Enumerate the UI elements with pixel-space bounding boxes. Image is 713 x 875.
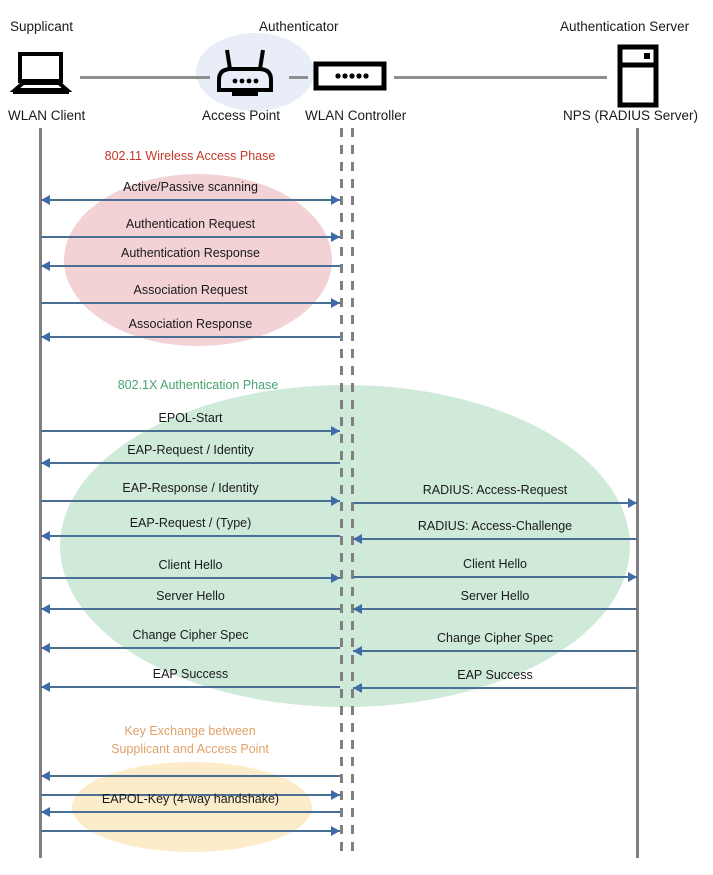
controller-server-message-line [353, 538, 637, 540]
supplicant-ap-message-label: Client Hello [158, 558, 223, 572]
phase-label-key-exchange-line1: Key Exchange between [124, 724, 256, 738]
supplicant-ap-message-line [41, 686, 340, 688]
supplicant-ap-message-line [41, 535, 340, 537]
link-ap-to-controller [289, 76, 308, 79]
controller-server-message-line [353, 687, 637, 689]
arrowhead-left-icon [41, 531, 50, 541]
actor-role-authenticator: Authenticator [259, 19, 339, 34]
arrowhead-right-icon [331, 496, 340, 506]
arrowhead-left-icon [41, 643, 50, 653]
supplicant-ap-message-line [41, 199, 340, 201]
arrowhead-left-icon [41, 604, 50, 614]
supplicant-ap-message-label: EPOL-Start [158, 411, 223, 425]
lifeline-access-point [340, 128, 343, 858]
server-icon [617, 44, 659, 108]
controller-server-message-label: Server Hello [460, 589, 530, 603]
supplicant-ap-message-line [41, 647, 340, 649]
controller-server-message-label: EAP Success [457, 668, 533, 682]
actor-role-supplicant: Supplicant [10, 19, 74, 34]
actor-device-nps-radius-server: NPS (RADIUS Server) [563, 108, 699, 123]
controller-server-message-line [353, 608, 637, 610]
arrowhead-right-icon [331, 790, 340, 800]
arrowhead-right-icon [331, 426, 340, 436]
supplicant-ap-message-label: EAP Success [152, 667, 229, 681]
arrowhead-right-icon [331, 826, 340, 836]
controller-server-message-label: Client Hello [463, 557, 527, 571]
arrowhead-right-icon [331, 195, 340, 205]
arrowhead-left-icon [41, 807, 50, 817]
arrowhead-left-icon [353, 534, 362, 544]
supplicant-ap-message-line [41, 336, 340, 338]
supplicant-ap-message-label: EAPOL-Key (4-way handshake) [101, 792, 280, 806]
arrowhead-left-icon [41, 771, 50, 781]
arrowhead-right-icon [331, 573, 340, 583]
phase-label-dot1x-auth: 802.1X Authentication Phase [117, 378, 279, 392]
arrowhead-left-icon [41, 195, 50, 205]
controller-server-message-label: Change Cipher Spec [436, 631, 554, 645]
arrowhead-left-icon [353, 604, 362, 614]
supplicant-ap-message-line [41, 430, 340, 432]
arrowhead-right-icon [331, 232, 340, 242]
controller-server-message-line [353, 650, 637, 652]
authenticator-group-highlight [196, 33, 314, 111]
lifeline-wlan-controller [351, 128, 354, 858]
arrowhead-left-icon [41, 261, 50, 271]
supplicant-ap-message-line [41, 775, 340, 777]
phase-label-wireless-access: 802.11 Wireless Access Phase [104, 149, 276, 163]
supplicant-ap-message-label: EAP-Response / Identity [122, 481, 259, 495]
phase-label-key-exchange-line2: Supplicant and Access Point [111, 742, 269, 756]
lifeline-supplicant [39, 128, 42, 858]
supplicant-ap-message-label: Association Request [133, 283, 248, 297]
supplicant-ap-message-label: EAP-Request / (Type) [129, 516, 252, 530]
supplicant-ap-message-line [41, 236, 340, 238]
supplicant-ap-message-label: Authentication Request [125, 217, 256, 231]
controller-server-message-label: RADIUS: Access-Challenge [417, 519, 573, 533]
arrowhead-left-icon [41, 332, 50, 342]
actor-device-wlan-controller: WLAN Controller [305, 108, 407, 123]
supplicant-ap-message-label: Active/Passive scanning [123, 180, 258, 194]
controller-server-message-line [353, 576, 637, 578]
supplicant-ap-message-line [41, 265, 340, 267]
arrowhead-left-icon [41, 458, 50, 468]
supplicant-ap-message-line [41, 577, 340, 579]
supplicant-ap-message-label: Association Response [128, 317, 253, 331]
supplicant-ap-message-line [41, 794, 340, 796]
wlan-controller-icon [313, 61, 387, 91]
phase-ellipse-wireless-access [64, 174, 332, 346]
supplicant-ap-message-line [41, 462, 340, 464]
arrowhead-left-icon [353, 646, 362, 656]
phase-ellipse-key-exchange [72, 762, 312, 852]
arrowhead-right-icon [628, 572, 637, 582]
supplicant-ap-message-label: EAP-Request / Identity [127, 443, 254, 457]
arrowhead-right-icon [628, 498, 637, 508]
actor-device-access-point: Access Point [202, 108, 281, 123]
supplicant-ap-message-label: Change Cipher Spec [132, 628, 249, 642]
lifeline-auth-server [636, 128, 639, 858]
access-point-icon [217, 49, 273, 96]
supplicant-ap-message-line [41, 830, 340, 832]
supplicant-ap-message-label: Server Hello [156, 589, 225, 603]
link-controller-to-server [394, 76, 607, 79]
supplicant-ap-message-line [41, 811, 340, 813]
actor-device-wlan-client: WLAN Client [8, 108, 86, 123]
laptop-icon [9, 52, 73, 94]
supplicant-ap-message-line [41, 500, 340, 502]
arrowhead-left-icon [41, 682, 50, 692]
supplicant-ap-message-line [41, 302, 340, 304]
controller-server-message-line [353, 502, 637, 504]
actor-role-authentication-server: Authentication Server [560, 19, 690, 34]
supplicant-ap-message-line [41, 608, 340, 610]
arrowhead-right-icon [331, 298, 340, 308]
link-client-to-ap [80, 76, 210, 79]
phase-ellipse-dot1x-auth [60, 385, 630, 707]
controller-server-message-label: RADIUS: Access-Request [422, 483, 568, 497]
arrowhead-left-icon [353, 683, 362, 693]
supplicant-ap-message-label: Authentication Response [121, 246, 260, 260]
